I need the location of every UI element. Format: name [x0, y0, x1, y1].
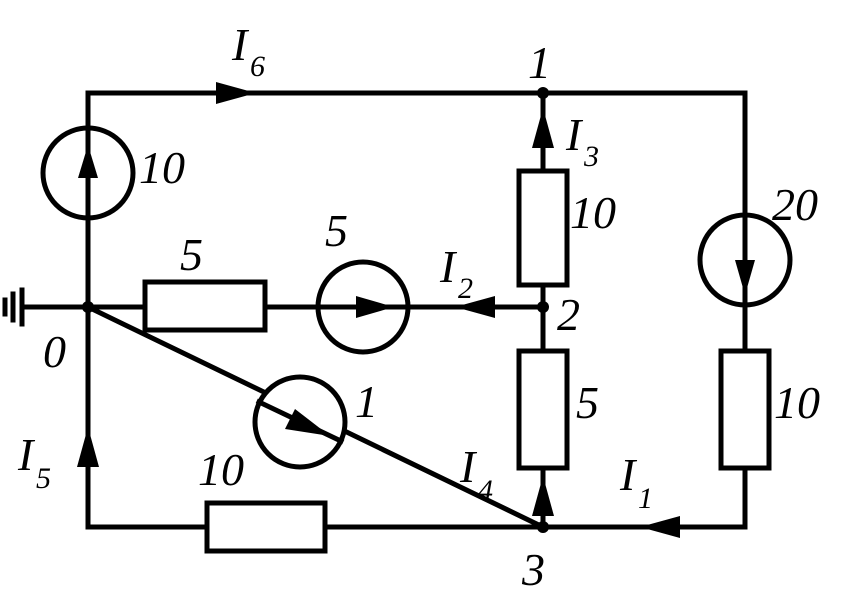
node-label-0: 0 [43, 326, 66, 377]
svg-text:I: I [231, 19, 250, 70]
svg-text:I: I [439, 241, 458, 292]
arrow-up-icon [78, 145, 98, 178]
svg-text:5: 5 [36, 462, 51, 495]
svg-text:I: I [17, 429, 36, 480]
junction-node-0 [82, 301, 94, 313]
current-label-i4: I 4 [459, 441, 493, 507]
junction-node-3 [537, 521, 549, 533]
value-source-right: 20 [772, 179, 818, 230]
i5-arrow-icon [77, 427, 99, 467]
svg-text:I: I [459, 441, 478, 492]
current-source-left [40, 125, 136, 221]
node-label-3: 3 [521, 544, 545, 595]
i4-arrow-icon [532, 476, 554, 516]
value-resistor-1-2: 10 [570, 187, 616, 238]
value-source-0-2: 5 [325, 205, 348, 256]
resistor-1-2 [516, 168, 570, 288]
arrow-down-icon [735, 260, 755, 295]
svg-text:3: 3 [583, 140, 599, 173]
current-label-i6: I 6 [231, 19, 265, 83]
current-source-right [697, 212, 793, 308]
value-resistor-2-3: 5 [576, 377, 599, 428]
i2-arrow-icon [455, 296, 495, 318]
value-resistor-0-2: 5 [180, 229, 203, 280]
value-resistor-right: 10 [774, 377, 820, 428]
ground-icon [2, 287, 25, 327]
current-label-i5: I 5 [17, 429, 51, 495]
svg-text:1: 1 [638, 482, 653, 515]
value-resistor-bottom: 10 [198, 444, 244, 495]
resistor-2-3 [516, 348, 570, 471]
node-label-1: 1 [528, 37, 551, 88]
current-label-i1: I 1 [619, 449, 653, 515]
arrow-right-icon [356, 296, 394, 318]
current-label-i3: I 3 [565, 109, 599, 173]
value-source-diagonal: 1 [355, 376, 378, 427]
current-source-diagonal [252, 374, 348, 470]
i3-arrow-icon [532, 108, 554, 148]
node-label-2: 2 [557, 289, 580, 340]
current-source-0-2 [315, 259, 411, 355]
value-source-left: 10 [139, 142, 185, 193]
current-label-i2: I 2 [439, 241, 473, 305]
arrow-diagonal-icon [285, 409, 330, 436]
svg-text:I: I [619, 449, 638, 500]
svg-text:4: 4 [478, 474, 493, 507]
resistor-bottom [204, 500, 328, 554]
resistor-right [718, 348, 772, 471]
resistor-0-2 [142, 279, 268, 333]
svg-text:6: 6 [250, 50, 265, 83]
svg-text:2: 2 [458, 272, 473, 305]
i6-arrow-icon [216, 82, 256, 104]
junction-node-1 [537, 87, 549, 99]
i1-arrow-icon [640, 516, 680, 538]
junction-node-2 [537, 301, 549, 313]
svg-text:I: I [565, 109, 584, 160]
